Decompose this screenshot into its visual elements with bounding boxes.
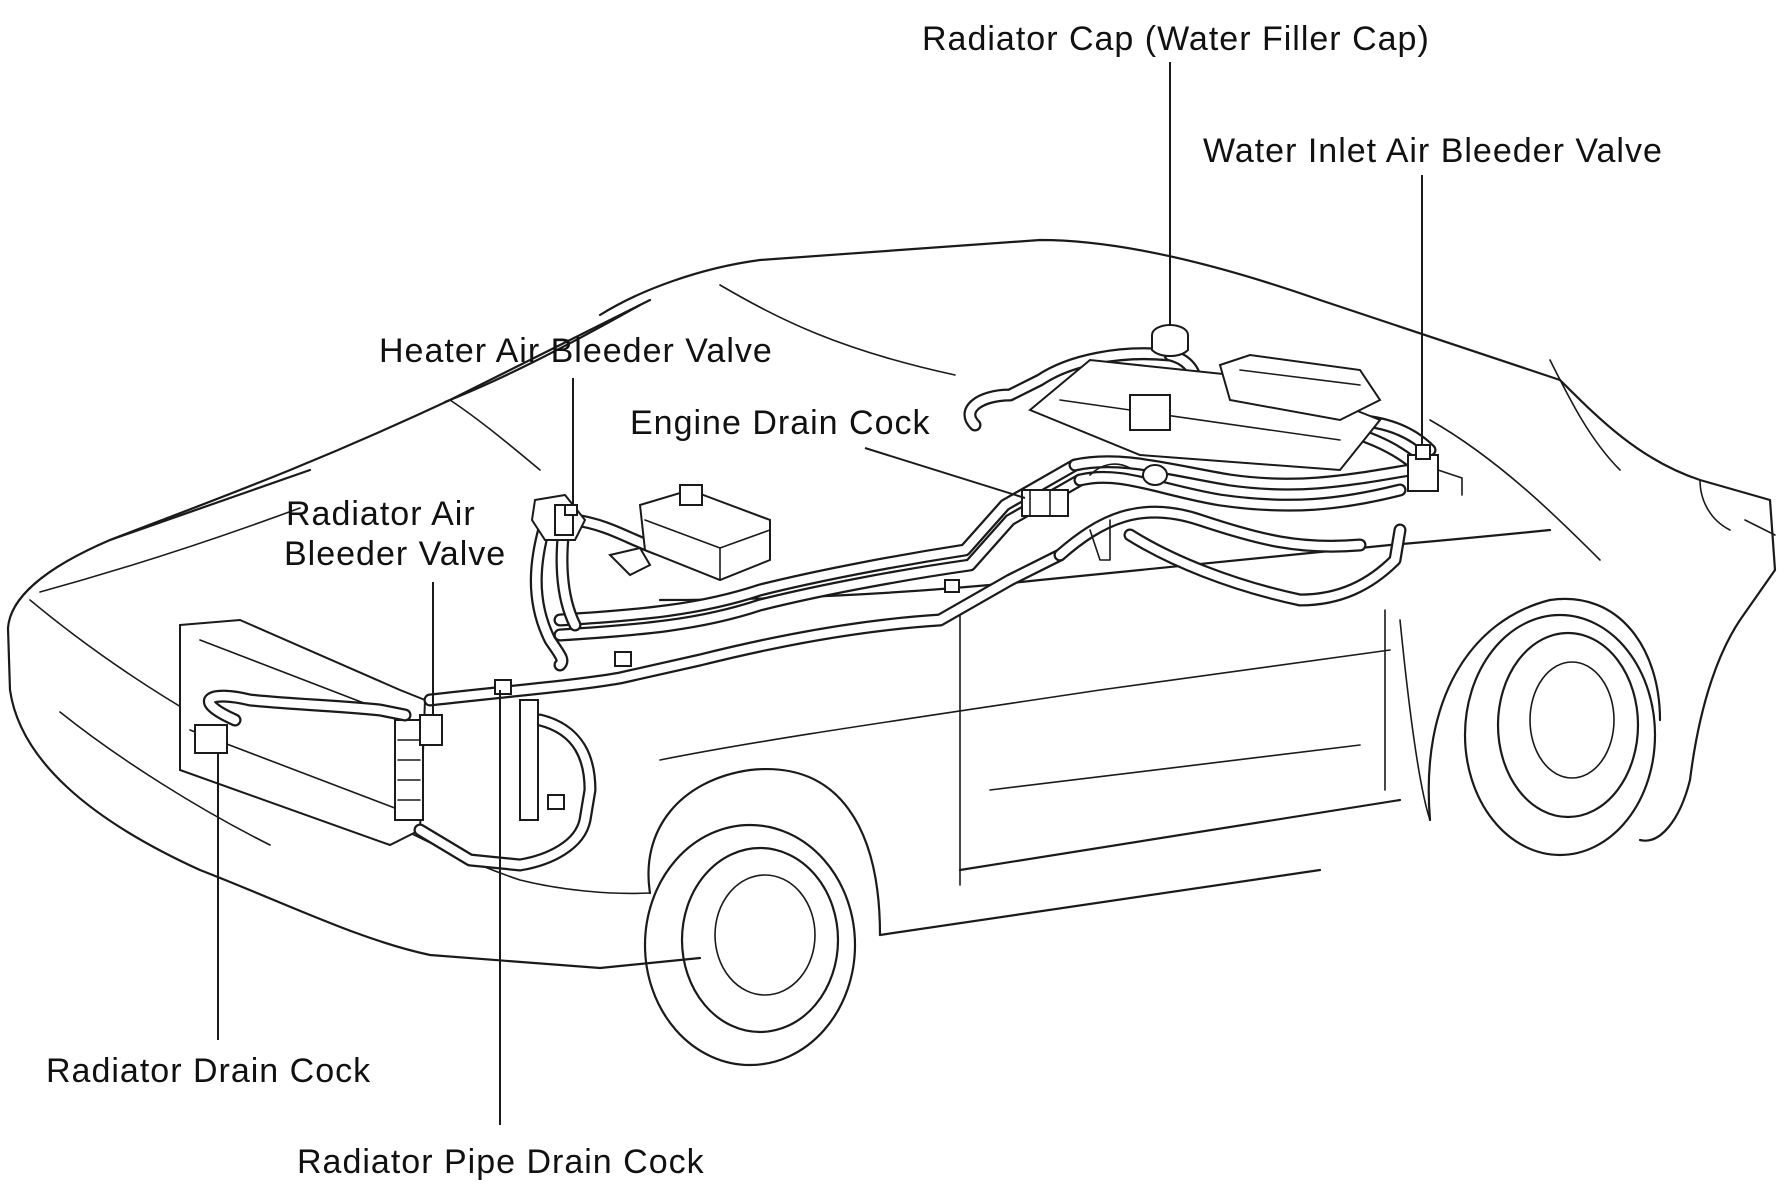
- car-body-outline: [6, 238, 1777, 970]
- rear-wheel: [1427, 597, 1662, 857]
- label-radiator-air-bleeder-valve-line1: Radiator Air: [286, 495, 476, 533]
- front-wheel: [643, 767, 882, 1067]
- radiator: [179, 618, 443, 847]
- label-water-inlet-air-bleeder-valve: Water Inlet Air Bleeder Valve: [1203, 132, 1663, 170]
- heater-unit: [530, 484, 771, 582]
- label-radiator-air-bleeder-valve-line2: Bleeder Valve: [284, 535, 507, 573]
- label-engine-drain-cock: Engine Drain Cock: [630, 404, 931, 442]
- engine-components: [1021, 324, 1463, 561]
- label-radiator-drain-cock: Radiator Drain Cock: [46, 1052, 372, 1090]
- label-radiator-pipe-drain-cock: Radiator Pipe Drain Cock: [297, 1143, 705, 1181]
- label-heater-air-bleeder-valve: Heater Air Bleeder Valve: [379, 332, 773, 370]
- label-radiator-cap: Radiator Cap (Water Filler Cap): [922, 20, 1430, 58]
- leader-engine-drain: [864, 447, 1026, 499]
- leader-lines: [217, 62, 1423, 1125]
- coolant-pipes: [203, 347, 1437, 872]
